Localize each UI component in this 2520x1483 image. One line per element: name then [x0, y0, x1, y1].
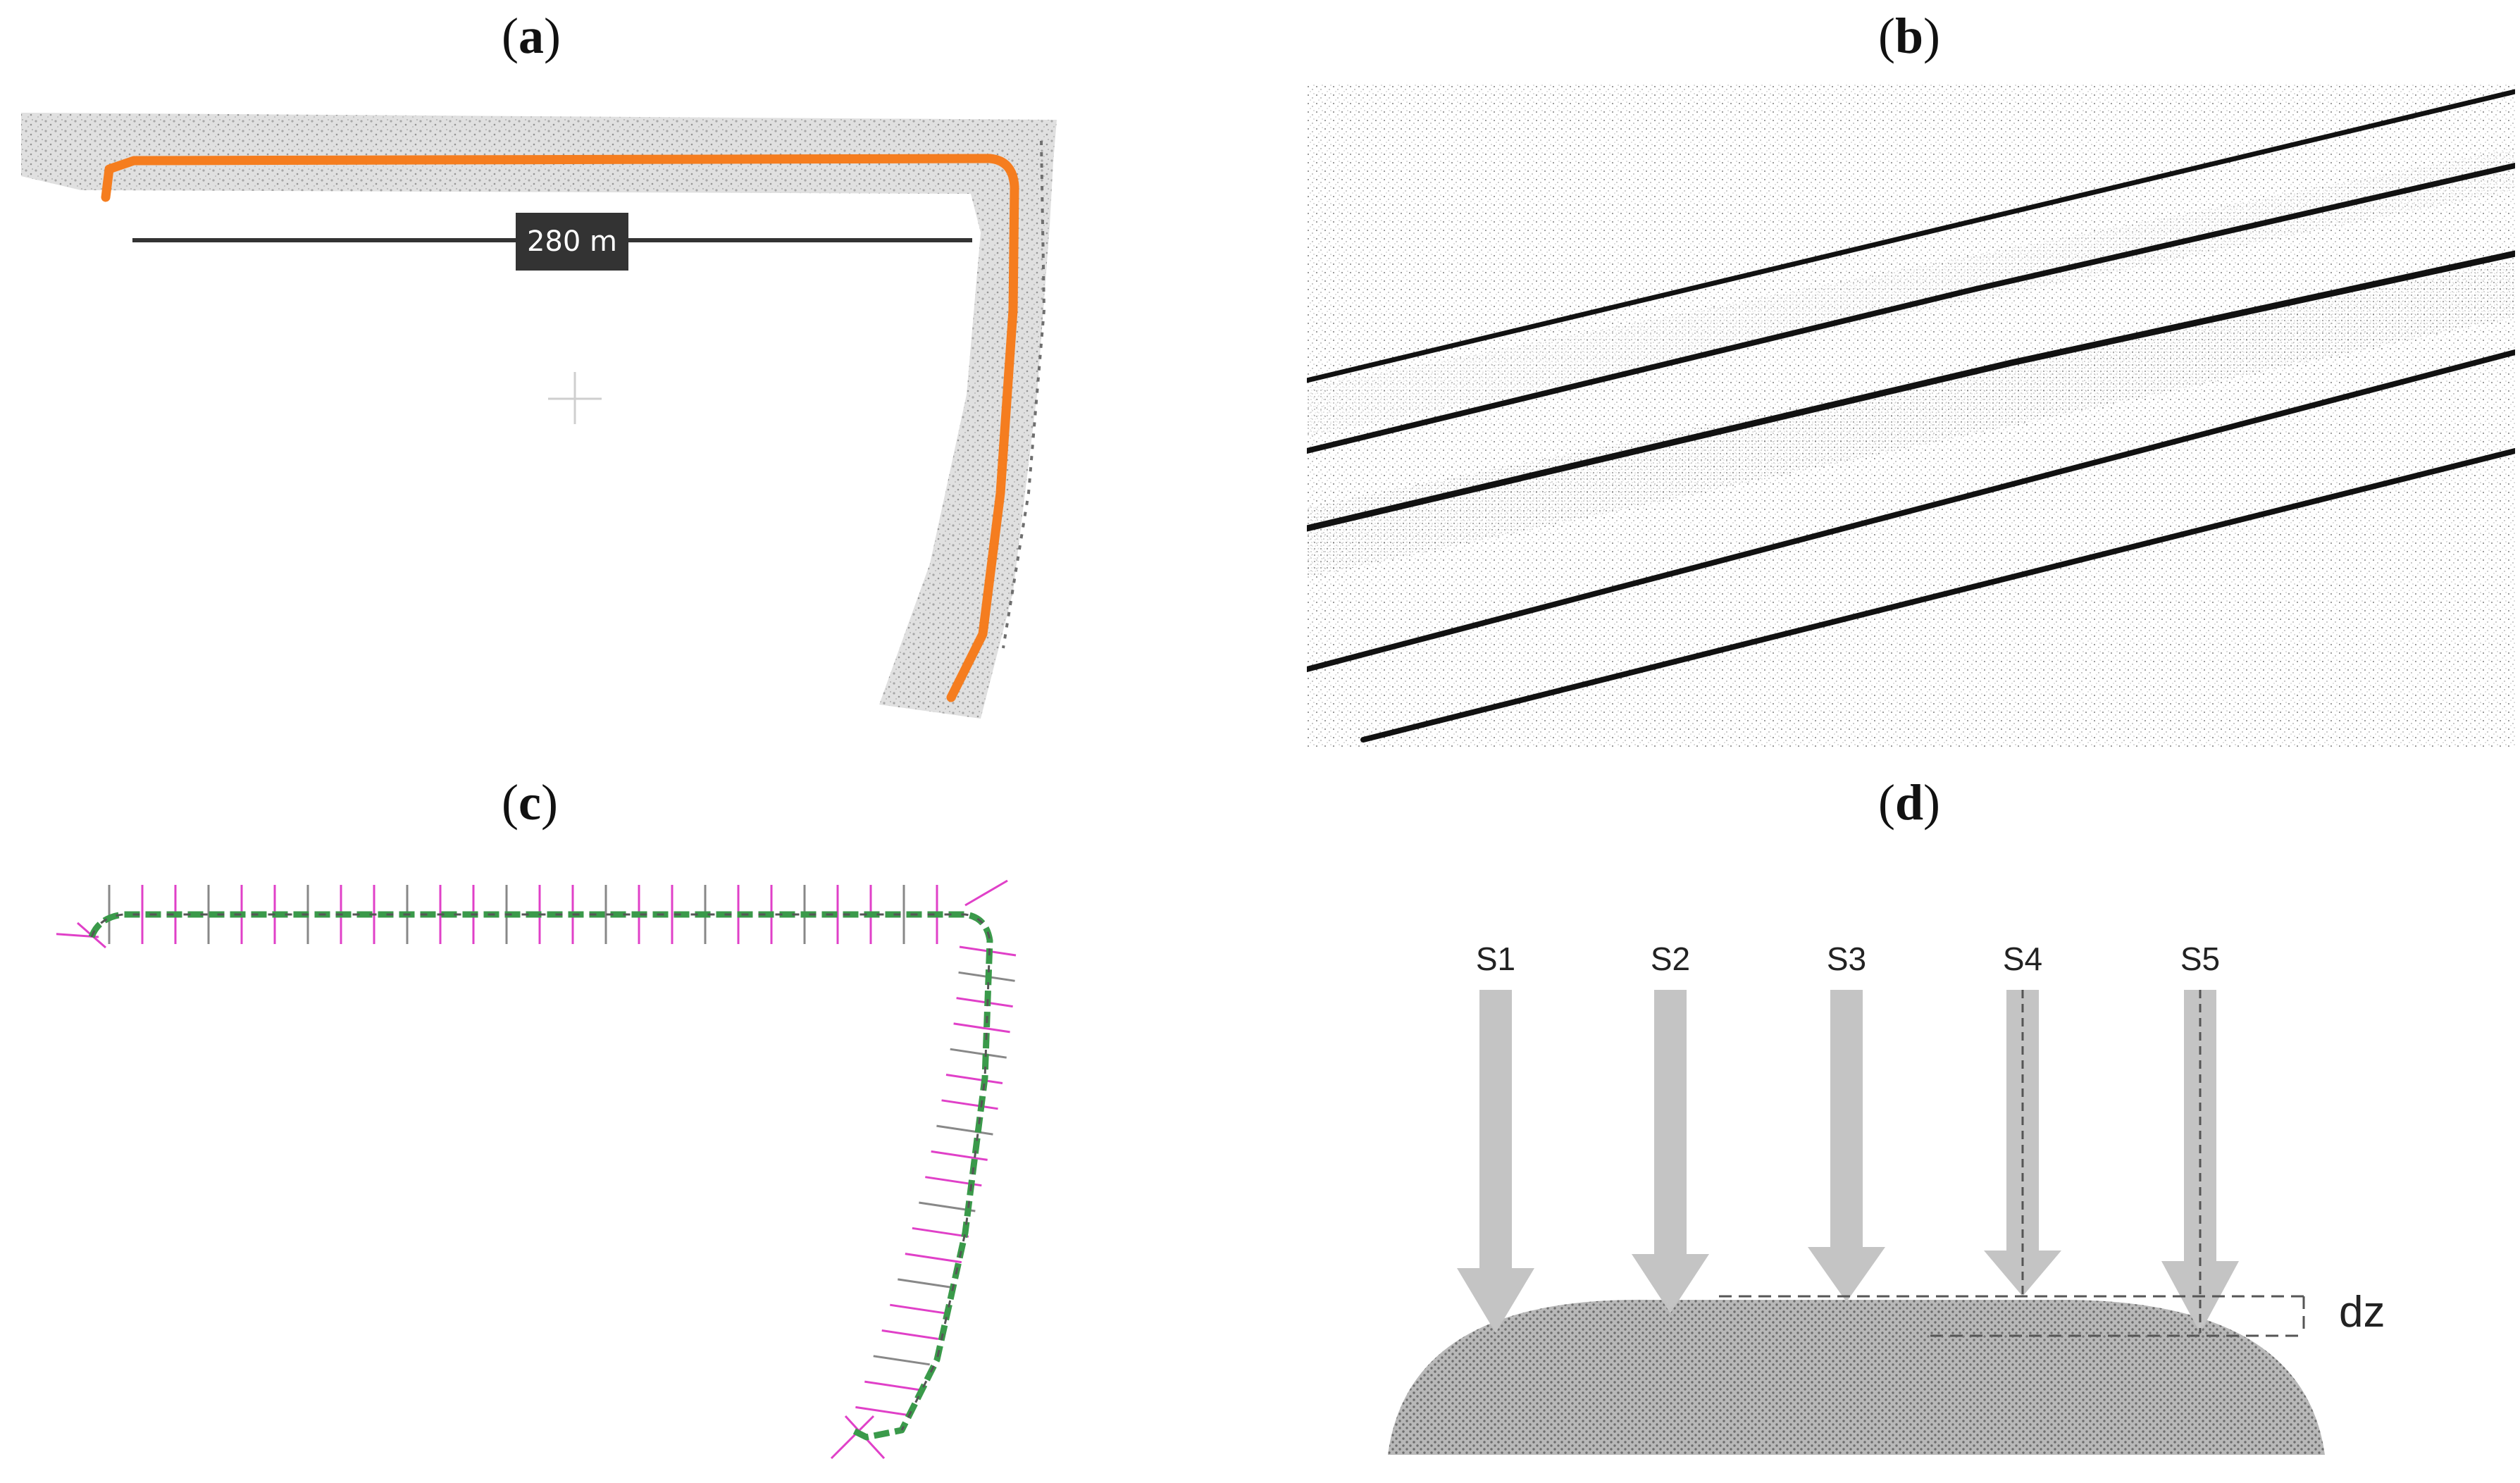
surface-profile [1388, 1299, 2325, 1455]
sensor-arrow-s4 [1984, 990, 2061, 1296]
cross-section-tick [905, 1253, 962, 1264]
panel-b-svg [1307, 85, 2515, 747]
panel-b-label: (b) [1878, 8, 1941, 64]
dense-band-1 [1307, 261, 2515, 578]
panel-c-label: (c) [502, 774, 558, 831]
crosshair-icon [548, 372, 602, 424]
cross-section-tick [864, 1380, 921, 1391]
cross-section-tick [953, 1022, 1010, 1034]
point-cloud-corridor [21, 113, 1057, 719]
cross-section-ticks [56, 879, 1017, 1460]
panel-a-svg: 280 m [21, 113, 1057, 719]
cross-section-tick [873, 1355, 930, 1366]
point-cloud-edge [1002, 140, 1046, 649]
panel-a: 280 m [14, 99, 1085, 733]
dz-label: dz [2339, 1288, 2385, 1336]
panel-d-svg: S1 S2 S3 S4 S5 dz [1388, 941, 2385, 1455]
sensor-label-s5: S5 [2180, 941, 2220, 977]
sensor-label-s4: S4 [2003, 941, 2042, 977]
sensor-arrow-s1 [1457, 990, 1534, 1333]
scale-bar-label: 280 m [527, 225, 617, 258]
cross-section-tick [941, 1099, 998, 1110]
cross-section-tick [898, 1278, 955, 1289]
cross-section-tick [830, 1415, 875, 1460]
panel-c-svg [56, 879, 1017, 1460]
panel-c [56, 867, 1057, 1472]
profile-line-green [88, 911, 993, 1441]
sensor-label-s1: S1 [1476, 941, 1515, 977]
cross-section-tick [855, 1406, 912, 1417]
sensor-arrow-s2 [1632, 990, 1709, 1313]
rail-lines [1307, 89, 2515, 743]
dz-reference-lines [1719, 1295, 2305, 1337]
sensor-arrow-s3 [1808, 990, 1885, 1302]
cross-section-tick [881, 1329, 938, 1340]
scale-bar-box [516, 213, 628, 271]
panel-a-label: (a) [502, 8, 561, 64]
cross-section-tick [964, 879, 1008, 907]
cross-section-tick [950, 1048, 1007, 1059]
dense-band-2 [1307, 148, 2515, 437]
cross-section-tick [936, 1124, 993, 1136]
sensor-arrow-s5 [2161, 990, 2239, 1333]
panel-d: S1 S2 S3 S4 S5 dz [1367, 902, 2452, 1465]
sensor-label-s3: S3 [1827, 941, 1866, 977]
cross-section-tick [912, 1227, 969, 1238]
panel-d-label: (d) [1878, 774, 1941, 831]
sensor-label-s2: S2 [1651, 941, 1690, 977]
panel-b [1307, 85, 2515, 747]
cross-section-tick [890, 1303, 947, 1315]
trajectory-line [101, 154, 1019, 702]
cross-section-tick [931, 1150, 988, 1161]
profile-line-dark [90, 913, 991, 1431]
cross-section-tick [945, 1074, 1003, 1084]
